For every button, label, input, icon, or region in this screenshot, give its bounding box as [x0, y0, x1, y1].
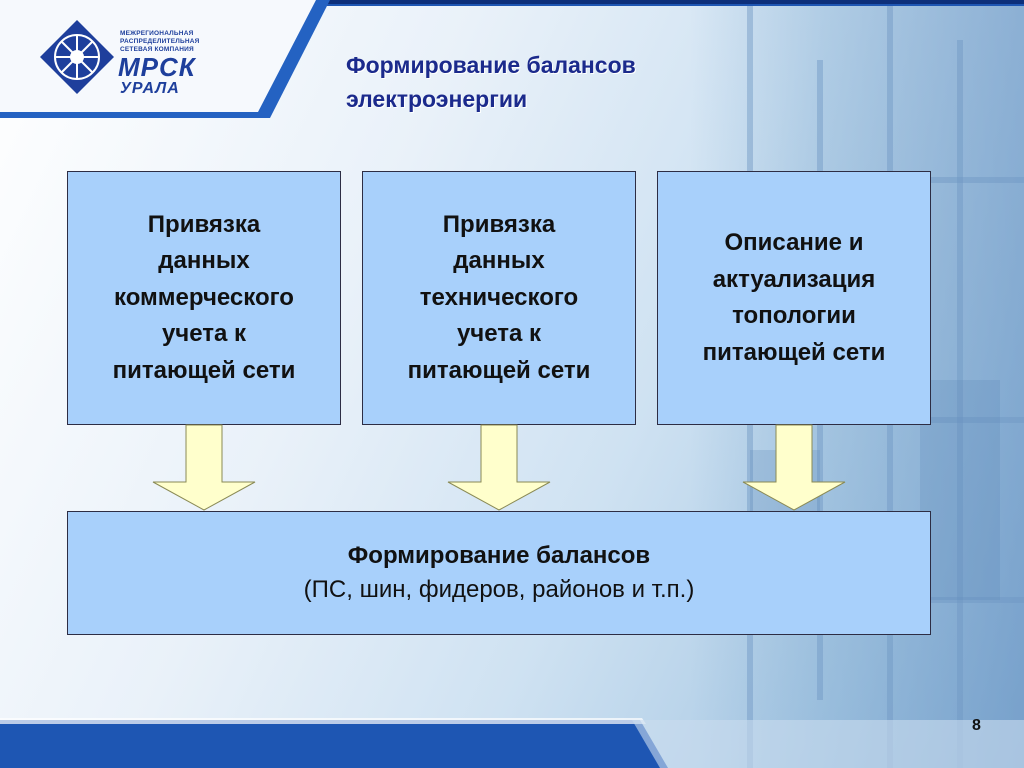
company-logo: МЕЖРЕГИОНАЛЬНАЯ РАСПРЕДЕЛИТЕЛЬНАЯ СЕТЕВА…: [38, 18, 248, 97]
box-commercial-metering-text: Привязка данных коммерческого учета к пи…: [112, 210, 296, 384]
logo-region-text: УРАЛА: [120, 80, 180, 97]
logo-line-2: РАСПРЕДЕЛИТЕЛЬНАЯ: [120, 38, 200, 45]
logo-main-text: МРСК: [118, 52, 196, 82]
arrow-down-icon: [742, 424, 846, 511]
box-topology: Описание и актуализация топологии питающ…: [657, 171, 931, 425]
result-box: Формирование балансов (ПС, шин, фидеров,…: [67, 511, 931, 635]
box-technical-metering-text: Привязка данных технического учета к пит…: [407, 210, 591, 384]
logo-small-text: МЕЖРЕГИОНАЛЬНАЯ РАСПРЕДЕЛИТЕЛЬНАЯ СЕТЕВА…: [120, 30, 200, 54]
box-topology-text: Описание и актуализация топологии питающ…: [702, 229, 886, 366]
arrow-down-icon: [152, 424, 256, 511]
box-commercial-metering: Привязка данных коммерческого учета к пи…: [67, 171, 341, 425]
result-subtitle: (ПС, шин, фидеров, районов и т.п.): [303, 576, 695, 603]
arrow-down-icon: [447, 424, 551, 511]
logo-line-1: МЕЖРЕГИОНАЛЬНАЯ: [120, 30, 194, 37]
page-number: 8: [972, 717, 981, 734]
footer-band: [0, 718, 1024, 768]
slide-title: Формирование балансов электроэнергии: [346, 52, 636, 112]
box-technical-metering: Привязка данных технического учета к пит…: [362, 171, 636, 425]
result-title: Формирование балансов: [347, 542, 651, 569]
logo-emblem-icon: [40, 20, 114, 94]
logo-line-3: СЕТЕВАЯ КОМПАНИЯ: [120, 46, 194, 53]
